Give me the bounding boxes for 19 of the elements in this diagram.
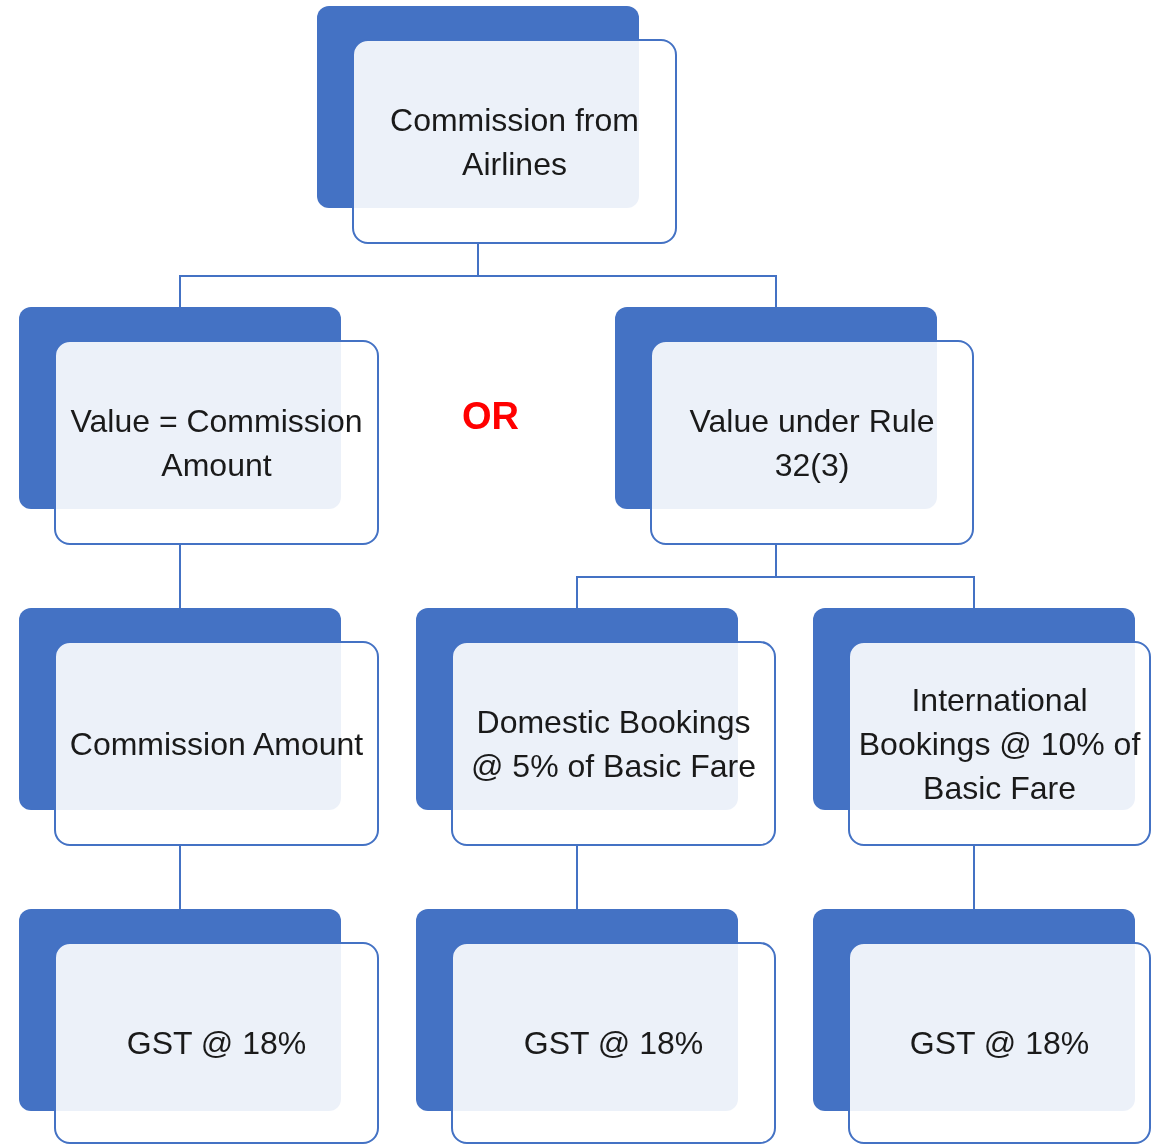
process-box: [848, 641, 1151, 846]
node-text: GST @ 18%: [126, 1024, 307, 1063]
process-box: [451, 641, 776, 846]
process-box: [650, 340, 974, 545]
process-box: [54, 942, 379, 1144]
node-text: International Bookings @ 10% of Basic Fare: [858, 680, 1141, 808]
node-text: Commission Amount: [69, 724, 364, 764]
process-box: [54, 340, 379, 545]
node-text: Domestic Bookings @ 5% of Basic Fare: [470, 702, 757, 786]
or-label: OR: [462, 394, 519, 439]
process-box: [848, 942, 1151, 1144]
process-box: [352, 39, 677, 244]
node-text: Value under Rule 32(3): [688, 401, 936, 485]
node-text: GST @ 18%: [523, 1024, 704, 1063]
process-box: [451, 942, 776, 1144]
process-box: [54, 641, 379, 846]
node-text: Value = Commission Amount: [69, 401, 364, 485]
node-text: GST @ 18%: [909, 1024, 1090, 1063]
node-text: Commission from Airlines: [389, 100, 640, 184]
